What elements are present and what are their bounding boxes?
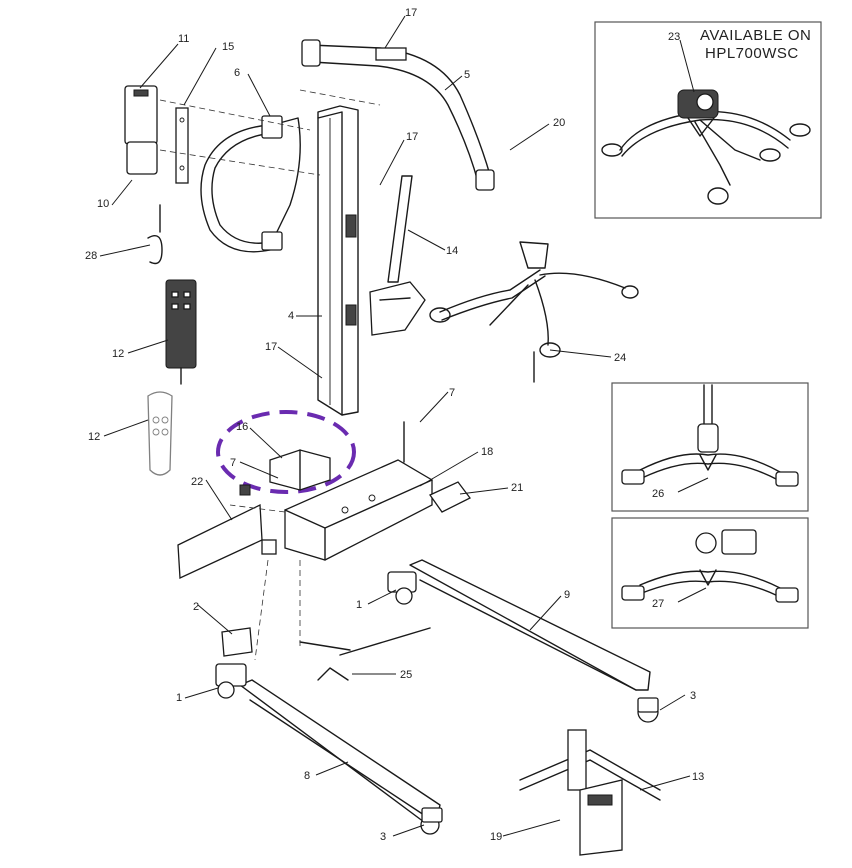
callout-9: 9 [564, 589, 570, 601]
inset-title-line1: AVAILABLE ON [700, 27, 811, 44]
callout-19: 19 [490, 831, 502, 843]
spreader-bar-standard [621, 384, 799, 487]
callout-17-low: 17 [265, 341, 277, 353]
callout-25: 25 [400, 669, 412, 681]
callout-28: 28 [85, 250, 97, 262]
callout-6: 6 [234, 67, 240, 79]
callout-12-b: 12 [88, 431, 100, 443]
callout-10: 10 [97, 198, 109, 210]
mounting-bracket [175, 107, 189, 184]
callout-27: 27 [652, 598, 664, 610]
hand-pendant [165, 279, 197, 385]
callout-3-b: 3 [380, 831, 386, 843]
callout-20: 20 [553, 117, 565, 129]
actuator [369, 175, 426, 336]
base-pivot-block [239, 449, 331, 496]
callout-4: 4 [288, 310, 294, 322]
leg-bracket [221, 627, 253, 657]
callout-5: 5 [464, 69, 470, 81]
mast [317, 105, 359, 416]
boom-arm [301, 39, 495, 191]
callout-22: 22 [191, 476, 203, 488]
highlight-ring [216, 410, 356, 494]
caster-front-right [637, 697, 659, 723]
callout-14: 14 [446, 245, 458, 257]
control-box [124, 85, 158, 175]
inset-box-26 [611, 382, 809, 512]
hand-pendant-alt [147, 391, 173, 476]
callout-1-a: 1 [356, 599, 362, 611]
callout-8: 8 [304, 770, 310, 782]
spreader-bar-with-scale [621, 529, 799, 603]
push-handle [200, 115, 301, 253]
callout-2: 2 [193, 601, 199, 613]
charger-cable [147, 204, 163, 265]
side-cover [177, 503, 277, 579]
leg-linkage [299, 627, 431, 681]
leg-left [239, 679, 441, 823]
caster-front-left [420, 807, 443, 835]
callout-12-a: 12 [112, 348, 124, 360]
foot-pedal [519, 749, 661, 801]
callout-13: 13 [692, 771, 704, 783]
callout-1-b: 1 [176, 692, 182, 704]
callout-26: 26 [652, 488, 664, 500]
caster-rear-left [215, 663, 247, 699]
callout-3-a: 3 [690, 690, 696, 702]
inset-box-27 [611, 517, 809, 629]
callout-16: 16 [236, 421, 248, 433]
callout-7-a: 7 [230, 457, 236, 469]
callout-23: 23 [668, 31, 680, 43]
callout-7-b: 7 [449, 387, 455, 399]
callout-24: 24 [614, 352, 626, 364]
inset-title-line2: HPL700WSC [705, 45, 799, 62]
caster-rear-right [387, 571, 417, 605]
base-plate [284, 459, 433, 561]
leg-cover [429, 481, 471, 513]
leg-right [409, 559, 651, 691]
callout-11: 11 [178, 33, 189, 45]
callout-17-top: 17 [405, 7, 417, 19]
assembly-guides [159, 89, 381, 661]
callout-21: 21 [511, 482, 523, 494]
inset-box-hpl700wsc [594, 21, 822, 219]
spreader-bar [429, 241, 639, 383]
callout-18: 18 [481, 446, 493, 458]
callout-15: 15 [222, 41, 234, 53]
scale-spreader-bar [601, 89, 811, 205]
leg-adjuster [567, 729, 623, 856]
callout-17-mid: 17 [406, 131, 418, 143]
callout-leaders [99, 15, 709, 837]
